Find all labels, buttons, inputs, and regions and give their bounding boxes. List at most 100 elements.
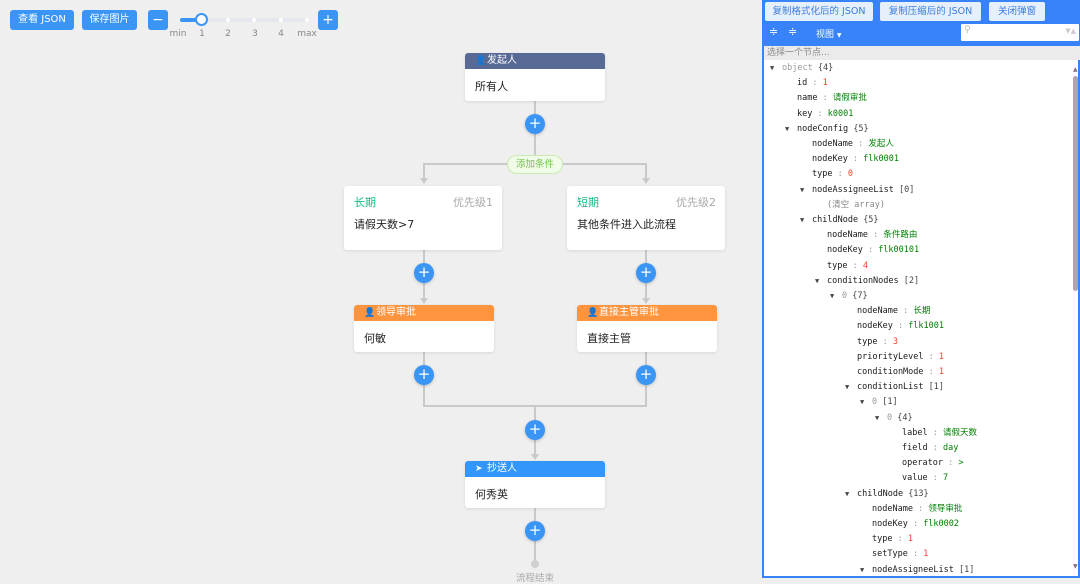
tree-node-expandable[interactable]: ▼conditionNodes [2] [764, 274, 1069, 289]
arrow-icon [642, 298, 650, 304]
tree-value: 1 [907, 534, 913, 545]
approver-node[interactable]: 👤领导审批 何敏 [354, 305, 494, 352]
tree-key: nodeConfig [797, 123, 849, 134]
zoom-out-button[interactable]: − [148, 10, 168, 30]
tree-separator: : [927, 473, 943, 484]
tree-node[interactable]: priorityLevel : 1 [764, 350, 1069, 365]
view-json-button[interactable]: 查看 JSON [10, 10, 74, 30]
tree-separator: : [847, 154, 864, 165]
zoom-slider[interactable] [180, 18, 310, 22]
expand-triangle-icon[interactable]: ▼ [830, 292, 835, 300]
tree-node[interactable]: name : 请假审批 [764, 91, 1069, 106]
tree-node[interactable]: type : 3 [764, 335, 1069, 350]
save-image-button[interactable]: 保存图片 [82, 10, 137, 30]
start-node[interactable]: 👤发起人 所有人 [465, 53, 605, 101]
tree-node-expandable[interactable]: ▼childNode {13} [764, 487, 1069, 502]
tree-node-expandable[interactable]: ▼object {4} [764, 61, 1069, 76]
scrollbar[interactable]: ▲ ▼ [1071, 62, 1080, 578]
tree-node-expandable[interactable]: ▼0 {4} [764, 411, 1069, 426]
view-menu[interactable]: 视图 ▼ [816, 27, 842, 40]
condition-node[interactable]: 短期 优先级2 其他条件进入此流程 [567, 186, 725, 250]
arrow-icon [531, 454, 539, 460]
tree-node-expandable[interactable]: ▼0 [1] [764, 395, 1069, 410]
tree-node[interactable]: nodeName : 长期 [764, 304, 1069, 319]
approver-node[interactable]: 👤直接主管审批 直接主管 [577, 305, 717, 352]
expand-triangle-icon[interactable]: ▼ [845, 489, 850, 498]
tree-node[interactable]: key : k0001 [764, 107, 1069, 122]
cc-node-content: 何秀英 [475, 488, 508, 501]
tree-node[interactable]: nodeKey : flk0002 [764, 517, 1069, 532]
copy-formatted-json-button[interactable]: 复制格式化后的 JSON [765, 2, 873, 21]
expand-triangle-icon[interactable]: ▼ [800, 216, 805, 224]
tree-node[interactable]: type : 0 [764, 167, 1069, 182]
tree-node[interactable]: operator : > [764, 456, 1069, 471]
tree-node[interactable]: setType : 1 [764, 547, 1069, 562]
add-condition-button[interactable]: 添加条件 [507, 155, 563, 174]
search-nav-icon[interactable]: ▼▲ [1065, 27, 1076, 35]
add-node-button[interactable]: + [636, 263, 656, 283]
add-node-button[interactable]: + [414, 263, 434, 283]
tree-node[interactable]: conditionMode : 1 [764, 365, 1069, 380]
scroll-up-icon[interactable]: ▲ [1073, 66, 1078, 73]
tree-value: {5} [853, 123, 869, 134]
tree-node[interactable]: type : 4 [764, 259, 1069, 274]
expand-all-icon[interactable]: ≑ [769, 25, 779, 38]
tree-node[interactable]: nodeKey : flk0001 [764, 152, 1069, 167]
tree-node[interactable]: value : 7 [764, 471, 1069, 486]
collapse-all-icon[interactable]: ≑ [788, 25, 798, 38]
tree-value: 领导审批 [928, 503, 963, 514]
condition-node[interactable]: 长期 优先级1 请假天数>7 [344, 186, 502, 250]
zoom-in-button[interactable]: + [318, 10, 338, 30]
tree-node[interactable]: id : 1 [764, 76, 1069, 91]
expand-triangle-icon[interactable]: ▼ [860, 398, 865, 407]
add-node-button[interactable]: + [525, 420, 545, 440]
tree-node[interactable]: nodeName : 领导审批 [764, 502, 1069, 517]
tree-node-expandable[interactable]: ▼ nodeConfig {5} [764, 122, 1069, 137]
tree-separator: : [817, 93, 833, 104]
expand-triangle-icon[interactable]: ▼ [860, 565, 865, 574]
expand-triangle-icon[interactable]: ▼ [770, 64, 775, 72]
tree-node[interactable]: label : 请假天数 [764, 426, 1069, 441]
add-node-button[interactable]: + [414, 365, 434, 385]
zoom-slider-handle[interactable] [195, 13, 208, 26]
close-panel-button[interactable]: 关闭弹窗 [989, 2, 1045, 21]
cc-node-title: 抄送人 [487, 463, 517, 474]
expand-triangle-icon[interactable]: ▼ [800, 185, 805, 194]
tree-node[interactable]: (清空 array) [764, 198, 1069, 213]
add-node-button[interactable]: + [636, 365, 656, 385]
tree-separator: : [912, 503, 929, 514]
add-node-button[interactable]: + [525, 114, 545, 134]
tree-node-expandable[interactable]: ▼nodeAssigneeList [0] [764, 183, 1069, 198]
expand-triangle-icon[interactable]: ▼ [845, 383, 850, 392]
tree-node[interactable]: type : 1 [764, 532, 1069, 547]
user-icon: 👤 [587, 308, 599, 318]
expand-triangle-icon[interactable]: ▼ [815, 276, 820, 285]
tree-node[interactable]: nodeName : 条件路由 [764, 228, 1069, 243]
expand-triangle-icon[interactable]: ▼ [785, 124, 790, 133]
tree-node-expandable[interactable]: ▼nodeAssigneeList [1] [764, 563, 1069, 578]
end-dot [531, 560, 539, 568]
tree-node-expandable[interactable]: ▼childNode {5} [764, 213, 1069, 228]
arrow-icon [420, 178, 428, 184]
copy-compressed-json-button[interactable]: 复制压缩后的 JSON [880, 2, 981, 21]
search-input[interactable]: ⚲ ▼▲ [961, 24, 1079, 41]
tree-key: name [797, 93, 818, 104]
zoom-tick: 1 [199, 29, 205, 39]
node-path-bar: 选择一个节点... [764, 46, 1080, 60]
scroll-down-icon[interactable]: ▼ [1073, 563, 1078, 570]
add-node-button[interactable]: + [525, 521, 545, 541]
view-menu-label: 视图 [816, 30, 835, 40]
zoom-tick: min [169, 29, 187, 39]
zoom-tick: 3 [252, 29, 258, 39]
cc-node[interactable]: ➤抄送人 何秀英 [465, 461, 605, 508]
tree-node-expandable[interactable]: ▼0 {7} [764, 289, 1069, 304]
tree-node[interactable]: nodeKey : flk00101 [764, 243, 1069, 258]
tree-node[interactable]: nodeName : 发起人 [764, 137, 1069, 152]
tree-node-expandable[interactable]: ▼conditionList [1] [764, 380, 1069, 395]
start-node-content: 所有人 [475, 80, 508, 93]
expand-triangle-icon[interactable]: ▼ [875, 413, 880, 422]
tree-node[interactable]: field : day [764, 441, 1069, 456]
scrollbar-thumb[interactable] [1073, 76, 1078, 291]
tree-node[interactable]: nodeKey : flk1001 [764, 319, 1069, 334]
